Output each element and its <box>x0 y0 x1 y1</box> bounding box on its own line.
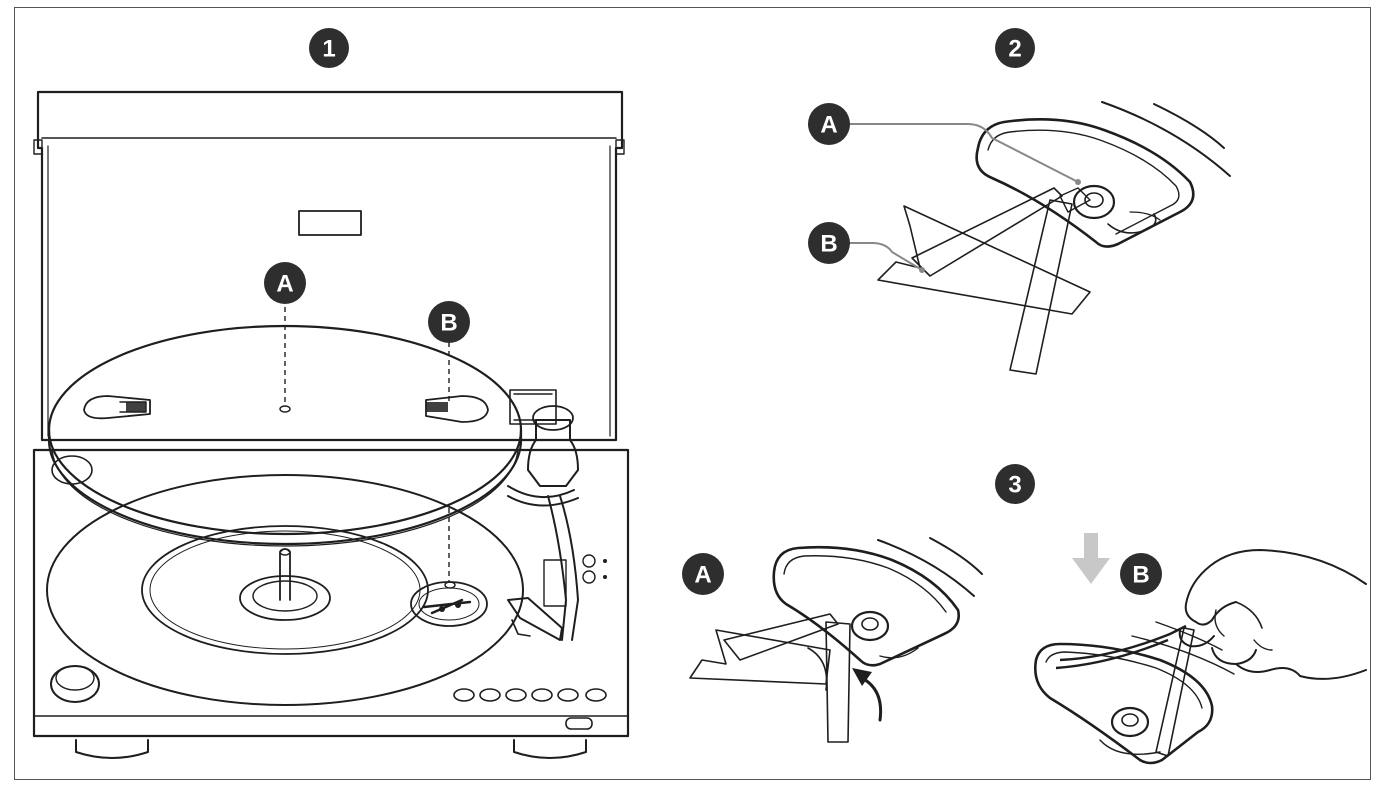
step-3-number: 3 <box>1008 472 1021 499</box>
step-1-callout-a-label: A <box>276 271 293 298</box>
panel-step-3: 3 A <box>682 464 1367 765</box>
panel-step-1: 1 <box>32 28 630 759</box>
headshell <box>507 597 563 641</box>
diagram-frame <box>14 7 1371 780</box>
counterweight <box>527 419 579 487</box>
step-2-callout-b: B <box>808 222 850 264</box>
leader-line-a <box>848 123 1079 183</box>
platter <box>47 324 523 547</box>
step-2-callout-a: A <box>808 103 850 145</box>
step-1-badge: 1 <box>309 28 349 68</box>
cover-badge-plate <box>298 210 362 236</box>
speed-knob <box>50 665 100 703</box>
step-1-callout-b: B <box>428 301 470 343</box>
motor-pulley <box>1072 184 1116 220</box>
hand-drawing <box>1178 549 1367 680</box>
step-1-callout-a: A <box>264 262 306 304</box>
step-3-callout-a: A <box>682 553 724 595</box>
dust-cover <box>33 90 625 442</box>
panel-step-2: 2 A B <box>808 28 1231 375</box>
platter-access-window <box>975 118 1195 248</box>
tonearm <box>507 389 579 641</box>
step-2-callout-b-label: B <box>820 231 837 258</box>
platter-center-hole <box>279 405 291 413</box>
step-3-badge: 3 <box>995 464 1035 504</box>
curved-arrow-icon <box>860 676 883 722</box>
platter-well <box>46 455 524 706</box>
down-arrow-icon <box>1072 533 1110 584</box>
turntable-base <box>32 448 630 759</box>
left-foot <box>75 739 149 759</box>
step-3b-illustration: B <box>1034 533 1367 765</box>
step-1-number: 1 <box>322 36 335 63</box>
platter-edge-arc <box>1101 101 1231 177</box>
step-2-badge: 2 <box>995 28 1035 68</box>
right-foot <box>513 739 587 759</box>
motor-pulley <box>410 581 488 627</box>
step-3-callout-b: B <box>1120 553 1162 595</box>
front-indicator <box>565 717 593 730</box>
step-2-callout-a-label: A <box>820 112 837 139</box>
step-3-callout-b-label: B <box>1132 562 1149 589</box>
step-1-callout-b-label: B <box>440 310 457 337</box>
control-buttons <box>453 688 607 702</box>
platter-access-window-left <box>83 395 151 420</box>
leader-line-b <box>848 242 923 271</box>
step-2-number: 2 <box>1008 36 1021 63</box>
step-3a-illustration: A <box>682 537 983 743</box>
step-3-callout-a-label: A <box>694 562 711 589</box>
platter-access-window-right <box>425 395 489 423</box>
